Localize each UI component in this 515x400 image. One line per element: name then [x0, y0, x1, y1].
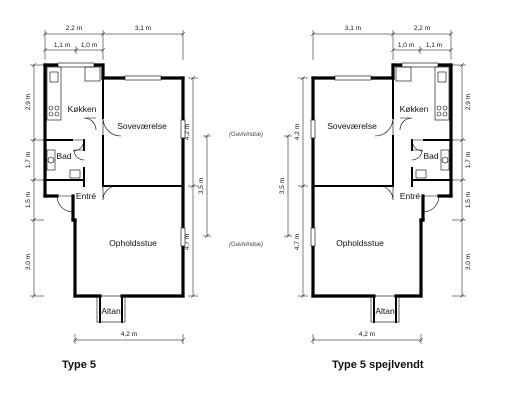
bath-fixtures-mirrored	[415, 149, 450, 179]
dim-bedroom-depth-m: 4,2 m	[294, 124, 301, 140]
plan-type-5: 2,2 m 3,1 m 1,1 m 1,0 m 2,9 m 1,7 m 1,5 …	[25, 25, 211, 371]
room-label-entry: Entré	[76, 191, 97, 201]
room-label-bedroom-m: Soveværelse	[327, 121, 377, 131]
room-label-living-m: Opholdsstue	[336, 238, 384, 248]
dim-living-depth-m: 4,7 m	[294, 234, 301, 250]
plan-caption-mirrored: Type 5 spejlvendt	[332, 359, 424, 371]
dim-sub-a: 1,1 m	[54, 42, 70, 49]
doors-mirrored	[374, 117, 440, 213]
room-label-bedroom: Soveværelse	[117, 121, 167, 131]
dim-outer-mid: 3,5 m	[198, 178, 205, 194]
dim-living-left: 3,0 m	[25, 254, 32, 270]
plan-type-5-mirrored: 3,1 m 2,2 m 1,0 m 1,1 m 2,9 m 1,7 m 1,5 …	[279, 25, 472, 371]
room-label-bath-m: Bad	[423, 151, 438, 161]
bedroom-side-window-m	[310, 119, 316, 139]
dim-entry-depth-m: 1,5 m	[465, 192, 472, 208]
room-label-kitchen: Køkken	[68, 104, 97, 114]
dim-outer-mid-m: 3,5 m	[279, 178, 286, 194]
plan-caption: Type 5	[62, 359, 96, 371]
gable-window-note-bottom: (Gavlvindue)	[229, 242, 263, 248]
room-label-bath: Bad	[56, 151, 71, 161]
living-side-window	[180, 227, 186, 247]
dim-kitchen-width: 2,2 m	[66, 25, 82, 32]
kitchen-window	[57, 62, 95, 68]
dim-sub-b: 1,0 m	[81, 42, 97, 49]
windows	[57, 62, 186, 247]
interior-walls-mirrored	[312, 77, 452, 187]
left-dimensions	[30, 62, 44, 299]
left-dimensions-mirrored	[284, 75, 308, 299]
dim-kitchen-depth-m: 2,9 m	[465, 94, 472, 110]
dim-sub-a-m: 1,0 m	[398, 42, 414, 49]
gable-window-note-top: (Gavlvindue)	[229, 132, 263, 138]
top-dimensions	[42, 30, 186, 60]
room-label-living: Opholdsstue	[109, 238, 157, 248]
windows-mirrored	[310, 62, 439, 247]
bedroom-side-window	[180, 119, 186, 139]
bedroom-window	[124, 75, 162, 81]
dim-entry-depth: 1,5 m	[25, 192, 32, 208]
kitchen-window-m	[401, 62, 439, 68]
dim-living-depth: 4,7 m	[184, 234, 191, 250]
balcony	[96, 295, 126, 323]
dim-bedroom-width-m: 3,1 m	[345, 25, 361, 32]
room-label-kitchen-m: Køkken	[400, 104, 429, 114]
dim-sub-b-m: 1,1 m	[426, 42, 442, 49]
dim-bath-depth: 1,7 m	[25, 152, 32, 168]
room-label-balcony: Altan	[101, 306, 121, 316]
kitchen-fixtures-mirrored	[395, 66, 450, 121]
dim-bedroom-width: 3,1 m	[135, 25, 151, 32]
room-label-balcony-m: Altan	[375, 306, 395, 316]
dim-living-right-m: 3,0 m	[465, 254, 472, 270]
balcony-mirrored	[370, 295, 400, 323]
dim-bedroom-depth: 4,2 m	[184, 124, 191, 140]
room-label-entry-m: Entré	[400, 191, 421, 201]
dim-bath-depth-m: 1,7 m	[465, 152, 472, 168]
right-dimensions-mirrored	[452, 62, 466, 299]
top-dimensions-mirrored	[310, 30, 454, 60]
bath-fixtures	[46, 149, 81, 179]
right-dimensions	[188, 75, 211, 299]
interior-walls	[44, 77, 184, 187]
bottom-dimension	[72, 334, 186, 344]
doors	[56, 117, 122, 213]
bottom-dimension-mirrored	[310, 334, 424, 344]
dim-bottom-width: 4,2 m	[121, 331, 137, 338]
kitchen-fixtures	[46, 66, 101, 121]
bedroom-window-m	[334, 75, 372, 81]
dim-bottom-width-m: 4,2 m	[359, 331, 375, 338]
dim-kitchen-width-m: 2,2 m	[414, 25, 430, 32]
living-side-window-m	[310, 227, 316, 247]
dim-kitchen-depth: 2,9 m	[25, 94, 32, 110]
